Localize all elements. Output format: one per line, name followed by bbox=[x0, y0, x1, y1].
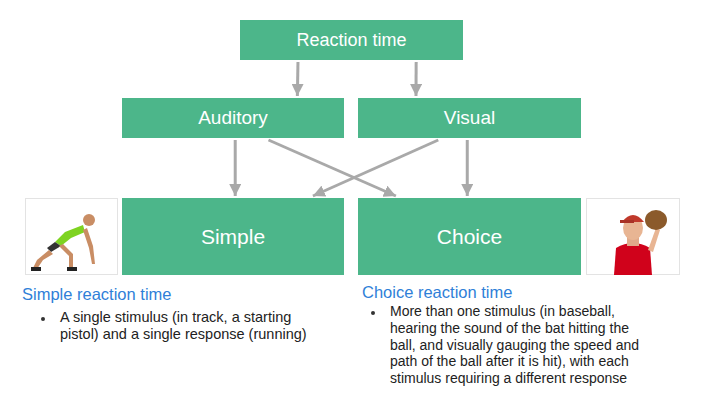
arrow-connector bbox=[466, 140, 469, 196]
player-shirt bbox=[614, 243, 652, 275]
bullet-text: More than one stimulus (in baseball, hea… bbox=[390, 303, 652, 387]
photo-frame bbox=[587, 199, 680, 275]
bullet-dot bbox=[41, 317, 45, 321]
baseball-player-illustration bbox=[586, 198, 680, 275]
section-heading: Simple reaction time bbox=[22, 285, 352, 305]
box-label: Reaction time bbox=[296, 30, 406, 51]
player-glove bbox=[645, 210, 667, 230]
box-label: Choice bbox=[437, 225, 502, 249]
bullet-dot bbox=[371, 311, 375, 315]
category-box: Visual bbox=[358, 98, 581, 138]
runner-illustration bbox=[25, 198, 118, 275]
arrow-connector bbox=[313, 140, 438, 196]
runner-shoe bbox=[31, 267, 41, 271]
section-heading: Choice reaction time bbox=[362, 283, 692, 303]
box-label: Visual bbox=[444, 107, 495, 129]
arrow-connector bbox=[234, 140, 237, 196]
category-box: Choice bbox=[358, 198, 581, 275]
box-label: Auditory bbox=[198, 107, 268, 129]
photo-frame bbox=[26, 199, 118, 275]
box-label: Simple bbox=[201, 225, 265, 249]
runner-leg bbox=[59, 244, 73, 268]
category-box: Auditory bbox=[122, 98, 344, 138]
arrow-connector bbox=[269, 140, 396, 196]
category-box: Simple bbox=[122, 198, 344, 275]
category-box: Reaction time bbox=[240, 20, 463, 60]
runner-shirt bbox=[55, 225, 85, 246]
arrow-connector bbox=[296, 62, 300, 96]
bullet-text: A single stimulus (in track, a starting … bbox=[60, 309, 310, 344]
runner-head bbox=[83, 214, 95, 226]
arrow-connector bbox=[414, 62, 417, 96]
runner-leg bbox=[33, 250, 53, 269]
player-cap-brim bbox=[620, 220, 634, 223]
player-arm bbox=[648, 228, 660, 252]
runner-shoe bbox=[67, 267, 77, 271]
player-head bbox=[623, 216, 643, 240]
runner-arm bbox=[83, 228, 95, 264]
